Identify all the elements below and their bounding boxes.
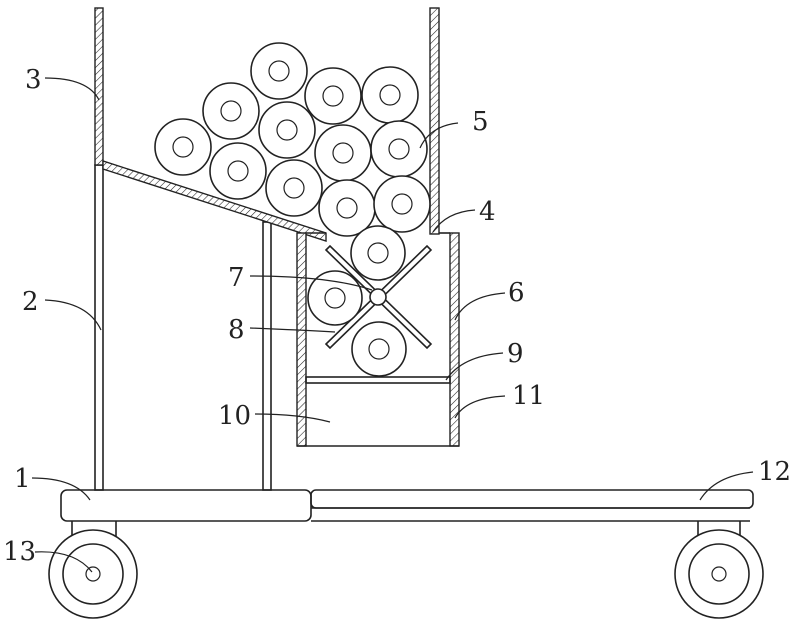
roll bbox=[266, 160, 322, 216]
rolls-in-box bbox=[308, 226, 406, 376]
label-9: 9 bbox=[507, 339, 524, 369]
roll bbox=[362, 67, 418, 123]
label-11: 11 bbox=[512, 381, 545, 411]
roll bbox=[251, 43, 307, 99]
rotating-shaft bbox=[370, 289, 386, 305]
hopper-left-wall bbox=[95, 8, 103, 165]
roll bbox=[305, 68, 361, 124]
support-post-middle bbox=[263, 222, 271, 490]
label-3: 3 bbox=[25, 65, 42, 95]
roll bbox=[210, 143, 266, 199]
roll bbox=[371, 121, 427, 177]
roll bbox=[319, 180, 375, 236]
box-left-wall bbox=[297, 233, 306, 446]
wheel-left bbox=[49, 521, 137, 618]
roll bbox=[155, 119, 211, 175]
hopper-right-wall bbox=[430, 8, 439, 234]
label-1: 1 bbox=[14, 464, 31, 494]
roll bbox=[259, 102, 315, 158]
label-5: 5 bbox=[472, 107, 489, 137]
partition-plate bbox=[306, 377, 450, 383]
label-12: 12 bbox=[758, 457, 791, 487]
label-2: 2 bbox=[22, 287, 39, 317]
label-10: 10 bbox=[218, 401, 251, 431]
roll bbox=[351, 226, 405, 280]
roll bbox=[203, 83, 259, 139]
wheel-right bbox=[675, 521, 763, 618]
base-plate-sliding bbox=[311, 490, 753, 521]
support-post-left bbox=[95, 165, 103, 490]
base-plate-fixed bbox=[61, 490, 311, 521]
label-8: 8 bbox=[228, 315, 245, 345]
label-4: 4 bbox=[479, 197, 496, 227]
roll bbox=[374, 176, 430, 232]
label-7: 7 bbox=[228, 263, 245, 293]
label-13: 13 bbox=[3, 537, 36, 567]
label-6: 6 bbox=[508, 278, 525, 308]
roll bbox=[315, 125, 371, 181]
rolls-in-hopper bbox=[155, 43, 430, 236]
roll bbox=[352, 322, 406, 376]
